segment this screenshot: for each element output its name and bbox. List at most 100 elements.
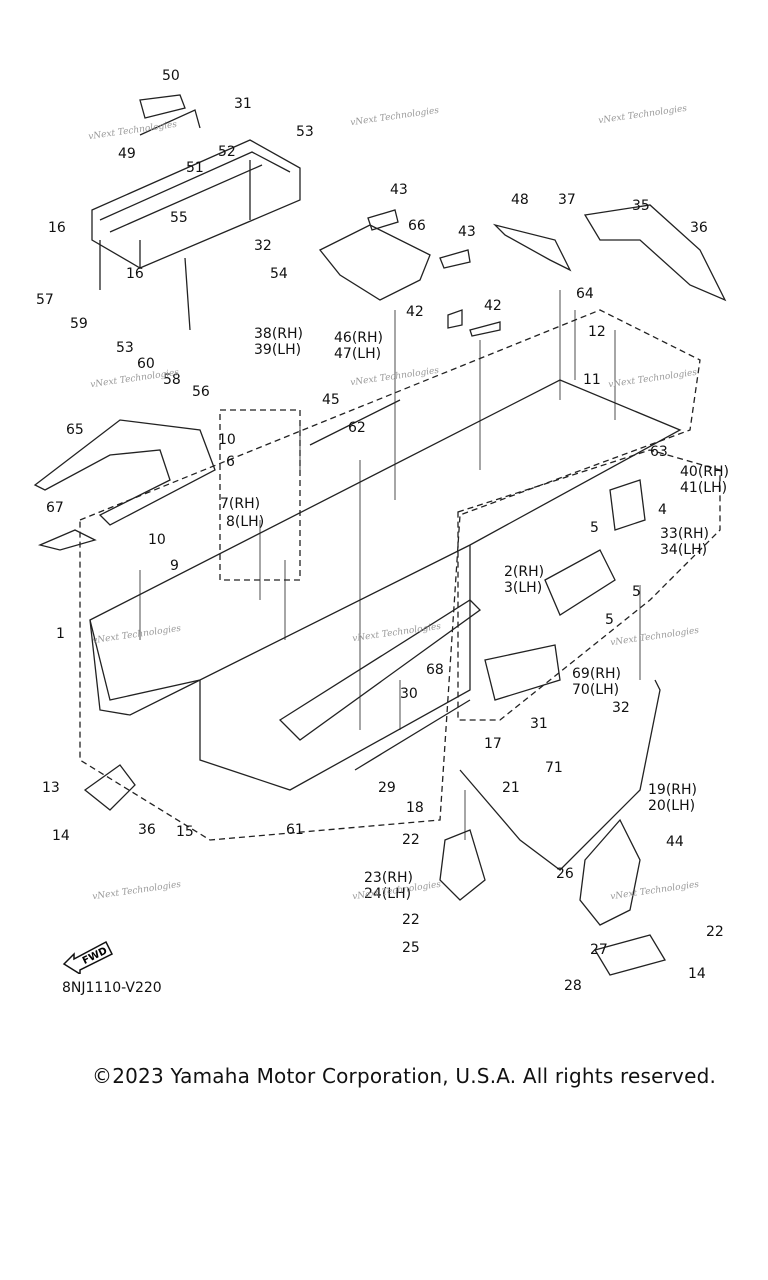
callout-14b: 14 — [688, 966, 706, 982]
rail-45 — [309, 399, 401, 446]
callout-60: 60 — [137, 356, 155, 372]
fwd-arrow-icon: FWD — [62, 940, 114, 974]
callout-36: 36 — [690, 220, 708, 236]
callout-32: 32 — [254, 238, 272, 254]
callout-27: 27 — [590, 942, 608, 958]
part-50 — [139, 94, 186, 119]
callout-36b: 36 — [138, 822, 156, 838]
running-board — [278, 599, 481, 741]
callout-19: 19(RH) — [648, 782, 697, 798]
part-35 — [583, 204, 727, 302]
callout-5b: 5 — [632, 584, 641, 600]
callout-24: 24(LH) — [364, 886, 412, 902]
callout-25: 25 — [402, 940, 420, 956]
copyright-notice: ©2023 Yamaha Motor Corporation, U.S.A. A… — [92, 1064, 717, 1088]
part-33 — [609, 479, 646, 531]
callout-5c: 5 — [605, 612, 614, 628]
callout-68: 68 — [426, 662, 444, 678]
callout-12: 12 — [588, 324, 606, 340]
parts-diagram — [33, 94, 727, 976]
callout-22b: 22 — [402, 912, 420, 928]
callout-30: 30 — [400, 686, 418, 702]
callout-21: 21 — [502, 780, 520, 796]
rack-grab — [139, 109, 201, 136]
callout-38: 38(RH) — [254, 326, 303, 342]
callout-32b: 32 — [612, 700, 630, 716]
callout-62: 62 — [348, 420, 366, 436]
dashed-assembly-2 — [219, 409, 301, 581]
callout-35: 35 — [632, 198, 650, 214]
callout-20: 20(LH) — [648, 798, 696, 814]
callout-15: 15 — [176, 824, 194, 840]
callout-1: 1 — [56, 626, 65, 642]
callout-10: 10 — [218, 432, 236, 448]
callout-53: 53 — [296, 124, 314, 140]
callout-23: 23(RH) — [364, 870, 413, 886]
part-43a — [367, 209, 399, 231]
callout-6: 6 — [226, 454, 235, 470]
part-48 — [492, 223, 572, 272]
callout-22c: 22 — [706, 924, 724, 940]
callout-5: 5 — [590, 520, 599, 536]
callout-71: 71 — [545, 760, 563, 776]
callout-50: 50 — [162, 68, 180, 84]
callout-43: 43 — [390, 182, 408, 198]
callout-51: 51 — [186, 160, 204, 176]
callout-66: 66 — [408, 218, 426, 234]
part-28 — [594, 934, 666, 976]
tunnel-main — [89, 379, 682, 701]
callout-46: 46(RH) — [334, 330, 383, 346]
part-23 — [439, 829, 486, 901]
rack-leg — [99, 160, 251, 331]
callout-16: 16 — [48, 220, 66, 236]
rail-29 — [354, 699, 471, 771]
callout-33: 33(RH) — [660, 526, 709, 542]
callout-9: 9 — [170, 558, 179, 574]
part-2 — [544, 549, 616, 616]
rear-rack — [91, 139, 301, 269]
rail-19 — [459, 679, 661, 871]
callout-41: 41(LH) — [680, 480, 728, 496]
dashed-assembly-3 — [457, 449, 721, 721]
callout-7: 7(RH) — [220, 496, 261, 512]
leader-lines — [139, 290, 641, 840]
part-26 — [579, 818, 641, 926]
callout-44: 44 — [666, 834, 684, 850]
callout-45: 45 — [322, 392, 340, 408]
callout-69: 69(RH) — [572, 666, 621, 682]
callout-67: 67 — [46, 500, 64, 516]
part-66 — [318, 224, 431, 301]
callout-26: 26 — [556, 866, 574, 882]
callout-14: 14 — [52, 828, 70, 844]
tunnel-side — [199, 545, 471, 791]
callout-64: 64 — [576, 286, 594, 302]
callout-11: 11 — [583, 372, 601, 388]
callout-10b: 10 — [148, 532, 166, 548]
callout-31: 31 — [234, 96, 252, 112]
callout-13: 13 — [42, 780, 60, 796]
callout-4: 4 — [658, 502, 667, 518]
callout-55: 55 — [170, 210, 188, 226]
callout-34: 34(LH) — [660, 542, 708, 558]
callout-43b: 43 — [458, 224, 476, 240]
dashed-assembly-1 — [79, 309, 701, 841]
callout-63: 63 — [650, 444, 668, 460]
callout-17: 17 — [484, 736, 502, 752]
callout-56: 56 — [192, 384, 210, 400]
callout-2: 2(RH) — [504, 564, 545, 580]
part-69 — [484, 644, 561, 701]
callout-37: 37 — [558, 192, 576, 208]
part-43b — [439, 249, 471, 269]
callout-8: 8(LH) — [226, 514, 265, 530]
callout-65: 65 — [66, 422, 84, 438]
callout-28: 28 — [564, 978, 582, 994]
callout-61: 61 — [286, 822, 304, 838]
part-65 — [33, 419, 216, 526]
callout-49: 49 — [118, 146, 136, 162]
callout-29: 29 — [378, 780, 396, 796]
drawing-code: 8NJ1110-V220 — [62, 980, 162, 996]
callout-57: 57 — [36, 292, 54, 308]
callout-58: 58 — [163, 372, 181, 388]
callout-42b: 42 — [484, 298, 502, 314]
callout-42: 42 — [406, 304, 424, 320]
